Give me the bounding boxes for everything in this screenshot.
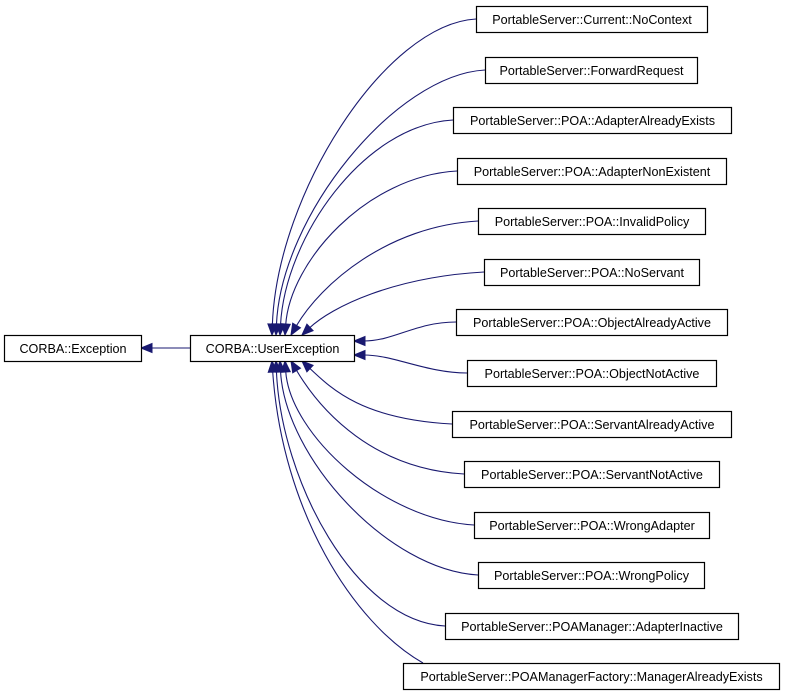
- edge-current-nocontext-to-user-exception: [267, 18, 477, 337]
- inheritance-arrowhead: [301, 323, 314, 336]
- node-box: [475, 5, 709, 34]
- inheritance-arrowhead: [267, 359, 278, 373]
- edge-line: [295, 369, 465, 475]
- edge-line: [363, 354, 468, 374]
- edge-line: [279, 370, 479, 576]
- node-label: PortableServer::ForwardRequest: [499, 64, 684, 78]
- node-poa-adapter-non-existent[interactable]: PortableServer::POA::AdapterNonExistent: [456, 157, 728, 186]
- node-label: PortableServer::POAManagerFactory::Manag…: [420, 670, 762, 684]
- node-poa-adapter-already-exists[interactable]: PortableServer::POA::AdapterAlreadyExist…: [452, 106, 733, 135]
- edges-layer: [139, 18, 486, 664]
- node-poa-invalid-policy[interactable]: PortableServer::POA::InvalidPolicy: [477, 207, 707, 236]
- edge-poa-wrong-adapter-to-user-exception: [280, 359, 475, 526]
- node-label: PortableServer::POA::ServantAlreadyActiv…: [470, 418, 715, 432]
- node-corba-exception[interactable]: CORBA::Exception: [3, 334, 143, 363]
- edge-poa-servant-already-active-to-user-exception: [301, 360, 453, 425]
- node-current-nocontext[interactable]: PortableServer::Current::NoContext: [475, 5, 709, 34]
- inheritance-arrowhead: [290, 322, 302, 337]
- node-box: [452, 106, 733, 135]
- node-box: [455, 308, 729, 337]
- node-label: PortableServer::POA::ObjectNotActive: [485, 367, 700, 381]
- inheritance-arrowhead: [301, 360, 314, 373]
- edge-poa-adapter-already-exists-to-user-exception: [275, 119, 454, 337]
- node-label: PortableServer::POA::ObjectAlreadyActive: [473, 316, 711, 330]
- node-box: [444, 612, 740, 641]
- node-poamanager-adapter-inactive[interactable]: PortableServer::POAManager::AdapterInact…: [444, 612, 740, 641]
- inheritance-arrowhead: [352, 349, 366, 361]
- edge-line: [295, 220, 479, 327]
- inheritance-arrowhead: [352, 335, 366, 347]
- edge-line: [285, 370, 475, 526]
- node-label: PortableServer::Current::NoContext: [492, 13, 692, 27]
- node-box: [463, 460, 721, 489]
- node-box: [466, 359, 718, 388]
- node-poa-object-not-active[interactable]: PortableServer::POA::ObjectNotActive: [466, 359, 718, 388]
- node-box: [473, 511, 711, 540]
- edge-poa-adapter-non-existent-to-user-exception: [280, 170, 458, 337]
- edge-user-exception-to-exception: [139, 342, 190, 354]
- node-box: [3, 334, 143, 363]
- edge-poamanagerfactory-manager-already-exists-to-user-exception: [267, 359, 424, 664]
- node-box: [483, 258, 701, 287]
- node-box: [456, 157, 728, 186]
- edge-line: [279, 119, 454, 326]
- node-label: CORBA::Exception: [19, 342, 126, 356]
- node-label: PortableServer::POA::AdapterAlreadyExist…: [470, 114, 715, 128]
- node-poa-servant-already-active[interactable]: PortableServer::POA::ServantAlreadyActiv…: [451, 410, 733, 439]
- edge-poa-invalid-policy-to-user-exception: [290, 220, 479, 337]
- edge-poa-wrong-policy-to-user-exception: [275, 359, 479, 576]
- node-poa-servant-not-active[interactable]: PortableServer::POA::ServantNotActive: [463, 460, 721, 489]
- edge-poa-object-already-active-to-user-exception: [352, 321, 457, 347]
- node-label: PortableServer::POA::NoServant: [500, 266, 685, 280]
- node-box: [402, 662, 781, 691]
- node-box: [477, 207, 707, 236]
- edge-line: [308, 367, 453, 425]
- node-label: PortableServer::POA::WrongAdapter: [489, 519, 695, 533]
- node-box: [477, 561, 706, 590]
- node-box: [451, 410, 733, 439]
- node-poa-wrong-adapter[interactable]: PortableServer::POA::WrongAdapter: [473, 511, 711, 540]
- node-poa-wrong-policy[interactable]: PortableServer::POA::WrongPolicy: [477, 561, 706, 590]
- node-label: PortableServer::POA::AdapterNonExistent: [474, 165, 711, 179]
- edge-line: [271, 18, 477, 326]
- node-box: [484, 56, 699, 85]
- node-poa-no-servant[interactable]: PortableServer::POA::NoServant: [483, 258, 701, 287]
- edge-poa-servant-not-active-to-user-exception: [290, 359, 465, 475]
- node-label: PortableServer::POAManager::AdapterInact…: [461, 620, 723, 634]
- edge-poa-no-servant-to-user-exception: [301, 271, 485, 336]
- edge-line: [285, 170, 458, 326]
- edge-line: [308, 271, 485, 329]
- inheritance-arrowhead: [139, 342, 153, 354]
- node-poamanagerfactory-manager-already-exists[interactable]: PortableServer::POAManagerFactory::Manag…: [402, 662, 781, 691]
- edge-line: [363, 321, 457, 342]
- edge-line: [272, 370, 424, 664]
- node-label: PortableServer::POA::ServantNotActive: [481, 468, 703, 482]
- inheritance-arrowhead: [280, 323, 292, 337]
- edge-poa-object-not-active-to-user-exception: [352, 349, 468, 374]
- node-forward-request[interactable]: PortableServer::ForwardRequest: [484, 56, 699, 85]
- node-box: [189, 334, 356, 363]
- node-label: CORBA::UserException: [206, 342, 340, 356]
- node-label: PortableServer::POA::InvalidPolicy: [495, 215, 690, 229]
- node-poa-object-already-active[interactable]: PortableServer::POA::ObjectAlreadyActive: [455, 308, 729, 337]
- node-corba-user-exception[interactable]: CORBA::UserException: [189, 334, 356, 363]
- inheritance-arrowhead: [290, 359, 302, 374]
- node-label: PortableServer::POA::WrongPolicy: [494, 569, 690, 583]
- edge-line: [275, 370, 446, 627]
- edge-line: [275, 69, 486, 326]
